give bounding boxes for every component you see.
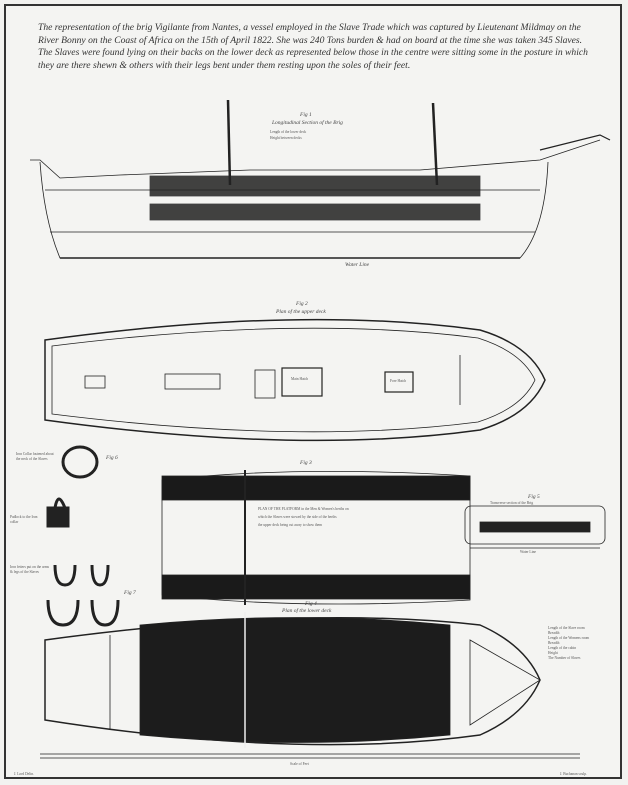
fig4-note: Length of the cabin	[548, 646, 577, 650]
main-hatch-label: Main Hatch	[291, 377, 309, 381]
fig2-title: Fig 2	[296, 301, 308, 307]
fig4-notes: Length of the Slave room Breadth Length …	[548, 626, 589, 661]
fig3-note-2: the upper deck being cut away to show th…	[258, 523, 323, 527]
fig5-subtitle: Transverse section of the Brig	[490, 501, 534, 505]
fig4-note: Breadth	[548, 641, 560, 645]
fig4-subtitle: Plan of the lower deck	[282, 608, 332, 614]
lower-deck-plan	[44, 612, 541, 748]
transverse-section	[464, 505, 606, 549]
fig5-water-line: Water Line	[520, 550, 536, 554]
fig4-note: Length of the Slave room	[548, 626, 585, 630]
fore-hatch-label: Fore Hatch	[390, 379, 407, 383]
scale-of-feet	[40, 753, 580, 759]
fig1-water-line: Water Line	[345, 262, 370, 268]
caption: The representation of the brig Vigilante…	[38, 22, 588, 71]
fig4-note: The Number of Slaves	[548, 656, 581, 660]
fig1-subtitle: Longitudinal Section of the Brig	[272, 120, 343, 126]
fig6-note-1: Padlock to the Iron collar	[10, 515, 38, 524]
fig4-note: Breadth	[548, 631, 560, 635]
fig7-title: Fig 7	[124, 590, 136, 596]
fig1-note-0: Length of the lower deck	[270, 130, 307, 134]
fig3-note-0: PLAN OF THE PLATFORM in the Men & Women'…	[258, 507, 349, 511]
longitudinal-section	[30, 99, 611, 259]
fig2-subtitle: Plan of the upper deck	[276, 309, 326, 315]
upper-deck-plan	[44, 318, 546, 442]
fig4-title: Fig 4	[305, 601, 317, 607]
platform-plan	[161, 470, 471, 605]
irons	[46, 445, 120, 627]
scale-label: Scale of Feet	[290, 762, 309, 766]
fig1-note-1: Height between decks	[270, 136, 302, 140]
fig6-note-0: Iron Collar fastened about the neck of t…	[16, 452, 54, 461]
fig6-note-2: Iron fetters put on the arms & legs of t…	[10, 565, 50, 574]
credit-left: J. Lord Delin.	[14, 772, 34, 776]
fig1-title: Fig 1	[300, 112, 312, 118]
credit-right: J. Buchanan sculp.	[560, 772, 587, 776]
fig5-title: Fig 5	[528, 494, 540, 500]
fig3-title: Fig 3	[300, 460, 312, 466]
fig6-title: Fig 6	[106, 455, 118, 461]
fig4-note: Length of the Womens room	[548, 636, 590, 640]
fig3-note-1: which the Slaves were stowed by the side…	[258, 515, 337, 519]
fig4-note: Height	[548, 651, 558, 655]
